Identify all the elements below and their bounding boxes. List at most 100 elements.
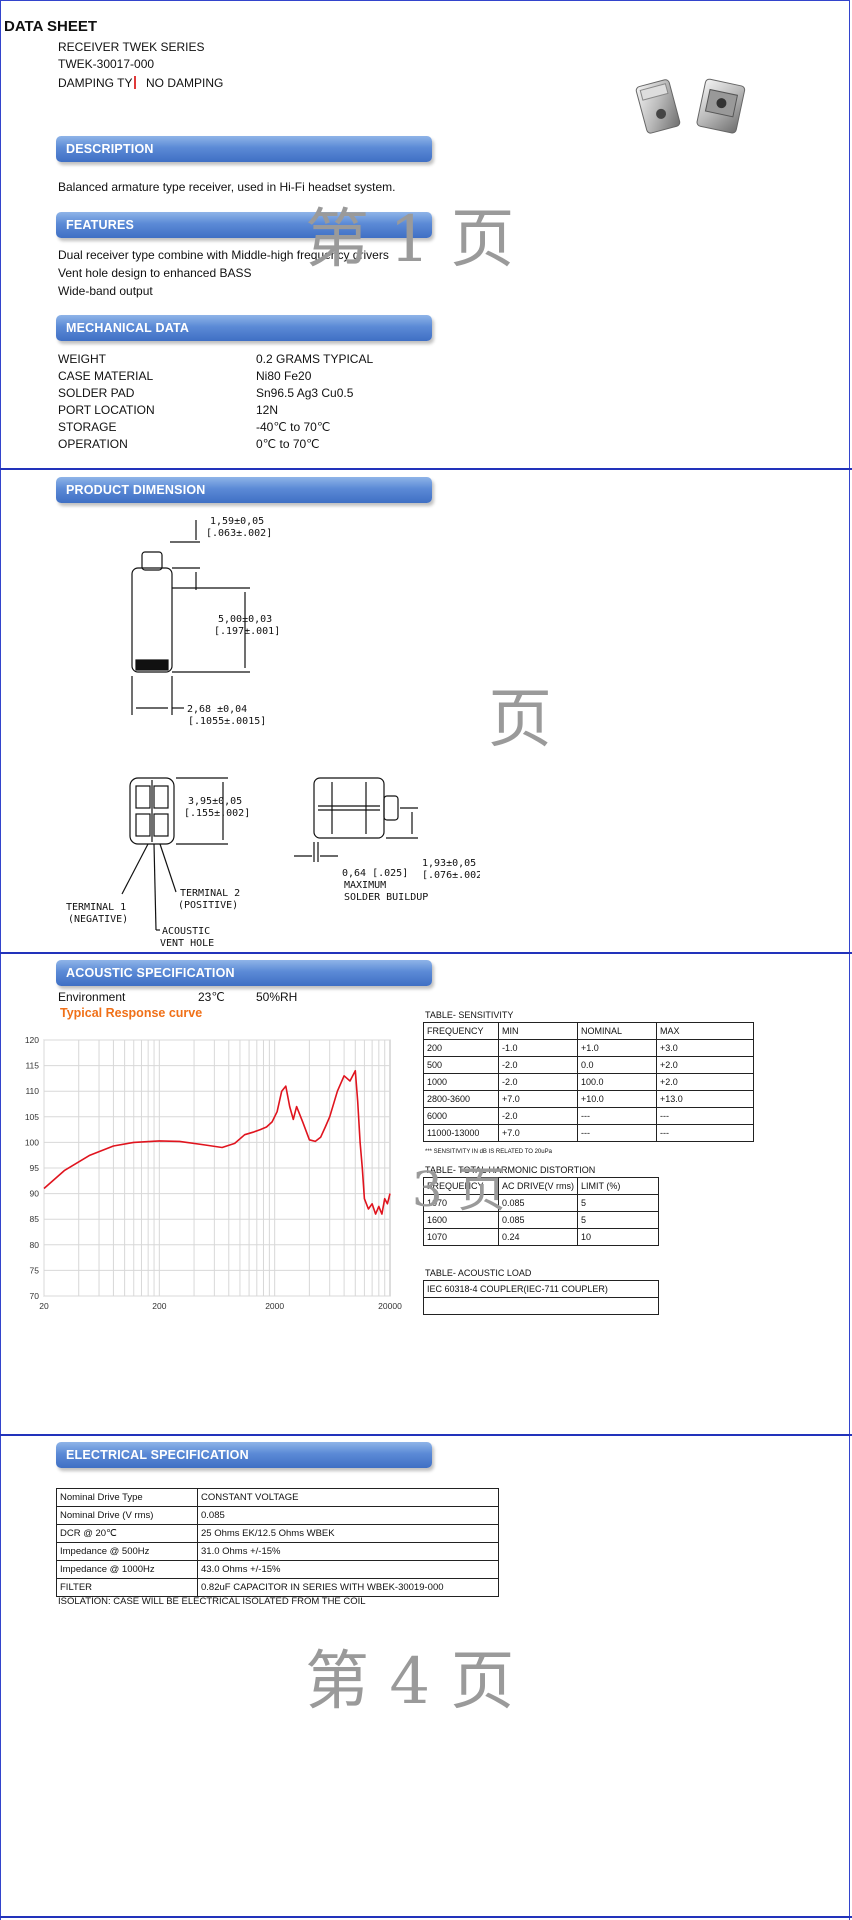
table-cell: +2.0: [656, 1073, 754, 1091]
front-view: [131, 520, 250, 715]
table-cell: ---: [656, 1124, 754, 1142]
table-cell: +3.0: [656, 1039, 754, 1057]
table-cell: Nominal Drive (V rms): [56, 1506, 198, 1525]
table-cell: ---: [577, 1107, 657, 1125]
x-tick-label: 200: [152, 1301, 166, 1311]
thd-table: FREQUENCY AC DRIVE(V rms) LIMIT (%) 1070…: [423, 1177, 659, 1246]
dim-label: MAXIMUM: [344, 880, 386, 891]
sensitivity-table: FREQUENCY MIN NOMINAL MAX 200 -1.0 +1.0 …: [423, 1022, 754, 1142]
cursor-caret: [134, 76, 136, 89]
description-text: Balanced armature type receiver, used in…: [58, 180, 396, 194]
page-watermark: 3 页: [412, 1162, 506, 1218]
table-cell: ---: [577, 1124, 657, 1142]
dim-label: 5,00±0,03: [218, 614, 272, 625]
load-table: IEC 60318-4 COUPLER(IEC-711 COUPLER): [423, 1280, 659, 1315]
y-tick-label: 70: [30, 1291, 40, 1301]
table-cell: 0.82uF CAPACITOR IN SERIES WITH WBEK-300…: [197, 1578, 499, 1597]
bottom-view: [121, 777, 228, 931]
table-cell: -1.0: [498, 1039, 578, 1057]
y-tick-label: 85: [30, 1214, 40, 1224]
page-watermark: 第 4 页: [305, 1645, 515, 1719]
table-cell: Impedance @ 500Hz: [56, 1542, 198, 1561]
mech-value: -40℃ to 70℃: [256, 420, 331, 434]
table-header-cell: MAX: [656, 1022, 754, 1040]
table-cell: 10: [577, 1228, 659, 1246]
section-header-dimension: PRODUCT DIMENSION: [56, 477, 432, 503]
table-cell: 100.0: [577, 1073, 657, 1091]
mech-value: 0℃ to 70℃: [256, 437, 320, 451]
table-cell: Impedance @ 1000Hz: [56, 1560, 198, 1579]
table-cell: 0.085: [498, 1194, 578, 1212]
env-rh: 50%RH: [256, 990, 298, 1004]
curve-title: Typical Response curve: [60, 1006, 203, 1020]
table-row: Impedance @ 500Hz 31.0 Ohms +/-15%: [56, 1542, 499, 1561]
table-row: [423, 1297, 659, 1315]
terminal-2-label: TERMINAL 2: [180, 888, 240, 899]
table-row: Nominal Drive Type CONSTANT VOLTAGE: [56, 1488, 499, 1507]
dim-label: 1,93±0,05: [422, 858, 476, 869]
dim-label: 2,68 ±0,04: [187, 704, 247, 715]
table-header-cell: NOMINAL: [577, 1022, 657, 1040]
table-cell: 0.0: [577, 1056, 657, 1074]
table-cell: 6000: [423, 1107, 499, 1125]
mech-label: SOLDER PAD: [58, 386, 135, 400]
table-cell: +13.0: [656, 1090, 754, 1108]
sensitivity-title: TABLE- SENSITIVITY: [425, 1010, 514, 1020]
table-cell: ---: [656, 1107, 754, 1125]
table-cell: +1.0: [577, 1039, 657, 1057]
y-tick-label: 75: [30, 1265, 40, 1275]
terminal-1-label: TERMINAL 1: [66, 902, 126, 913]
table-cell: 25 Ohms EK/12.5 Ohms WBEK: [197, 1524, 499, 1543]
dim-label: [.1055±.0015]: [188, 716, 266, 727]
table-row: 2800-3600 +7.0 +10.0 +13.0: [423, 1090, 754, 1108]
dimension-drawing: 1,59±0,05 [.063±.002] 5,00±0,03 [.197±.0…: [66, 516, 480, 949]
table-row: 1070 0.24 10: [423, 1228, 659, 1246]
side-view: [294, 777, 418, 862]
page-watermark: 页: [488, 683, 552, 757]
section-header-electrical: ELECTRICAL SPECIFICATION: [56, 1442, 432, 1468]
table-cell: DCR @ 20℃: [56, 1524, 198, 1543]
table-cell: +7.0: [498, 1124, 578, 1142]
mech-value: 0.2 GRAMS TYPICAL: [256, 352, 374, 366]
response-curve-line: [43, 1069, 391, 1215]
table-row: DCR @ 20℃ 25 Ohms EK/12.5 Ohms WBEK: [56, 1524, 499, 1543]
table-cell: +2.0: [656, 1056, 754, 1074]
electrical-table: Nominal Drive Type CONSTANT VOLTAGE Nomi…: [56, 1488, 499, 1597]
feature-item: Vent hole design to enhanced BASS: [58, 266, 252, 280]
mech-value: Sn96.5 Ag3 Cu0.5: [256, 386, 354, 400]
x-tick-label: 20: [39, 1301, 49, 1311]
dim-label: SOLDER BUILDUP: [344, 892, 428, 903]
env-label: Environment: [58, 990, 126, 1004]
table-cell: [423, 1297, 659, 1315]
datasheet-title: DATA SHEET: [4, 18, 98, 35]
dim-label: [.197±.001]: [214, 626, 280, 637]
sensitivity-note: *** SENSITIVITY IN dB IS RELATED TO 20uP…: [425, 1149, 552, 1155]
table-row: 1600 0.085 5: [423, 1211, 659, 1229]
page-separator: [0, 952, 852, 954]
thd-title: TABLE- TOTAL HARMONIC DISTORTION: [425, 1165, 596, 1175]
series-name: RECEIVER TWEK SERIES: [58, 40, 205, 54]
section-header-mechanical: MECHANICAL DATA: [56, 315, 432, 341]
damping-value: NO DAMPING: [146, 76, 224, 90]
section-header-acoustic: ACOUSTIC SPECIFICATION: [56, 960, 432, 986]
table-header-cell: LIMIT (%): [577, 1177, 659, 1195]
table-row: 6000 -2.0 --- ---: [423, 1107, 754, 1125]
vent-label: ACOUSTIC: [162, 926, 210, 937]
table-row: 1000 -2.0 100.0 +2.0: [423, 1073, 754, 1091]
table-cell: IEC 60318-4 COUPLER(IEC-711 COUPLER): [423, 1280, 659, 1298]
part-number: TWEK-30017-000: [58, 57, 155, 71]
table-cell: 0.085: [197, 1506, 499, 1525]
y-tick-label: 120: [25, 1035, 39, 1045]
table-row: IEC 60318-4 COUPLER(IEC-711 COUPLER): [423, 1280, 659, 1298]
dim-label: 3,95±0,05: [188, 796, 242, 807]
isolation-note: ISOLATION: CASE WILL BE ELECTRICAL ISOLA…: [58, 1596, 366, 1607]
page-watermark: 第 1 页: [305, 203, 515, 277]
damping-label: DAMPING TY: [58, 76, 133, 90]
table-row: Impedance @ 1000Hz 43.0 Ohms +/-15%: [56, 1560, 499, 1579]
table-row: 11000-13000 +7.0 --- ---: [423, 1124, 754, 1142]
table-cell: Nominal Drive Type: [56, 1488, 198, 1507]
dim-label: [.063±.002]: [206, 528, 272, 539]
table-header-cell: AC DRIVE(V rms): [498, 1177, 578, 1195]
feature-item: Dual receiver type combine with Middle-h…: [58, 248, 389, 262]
